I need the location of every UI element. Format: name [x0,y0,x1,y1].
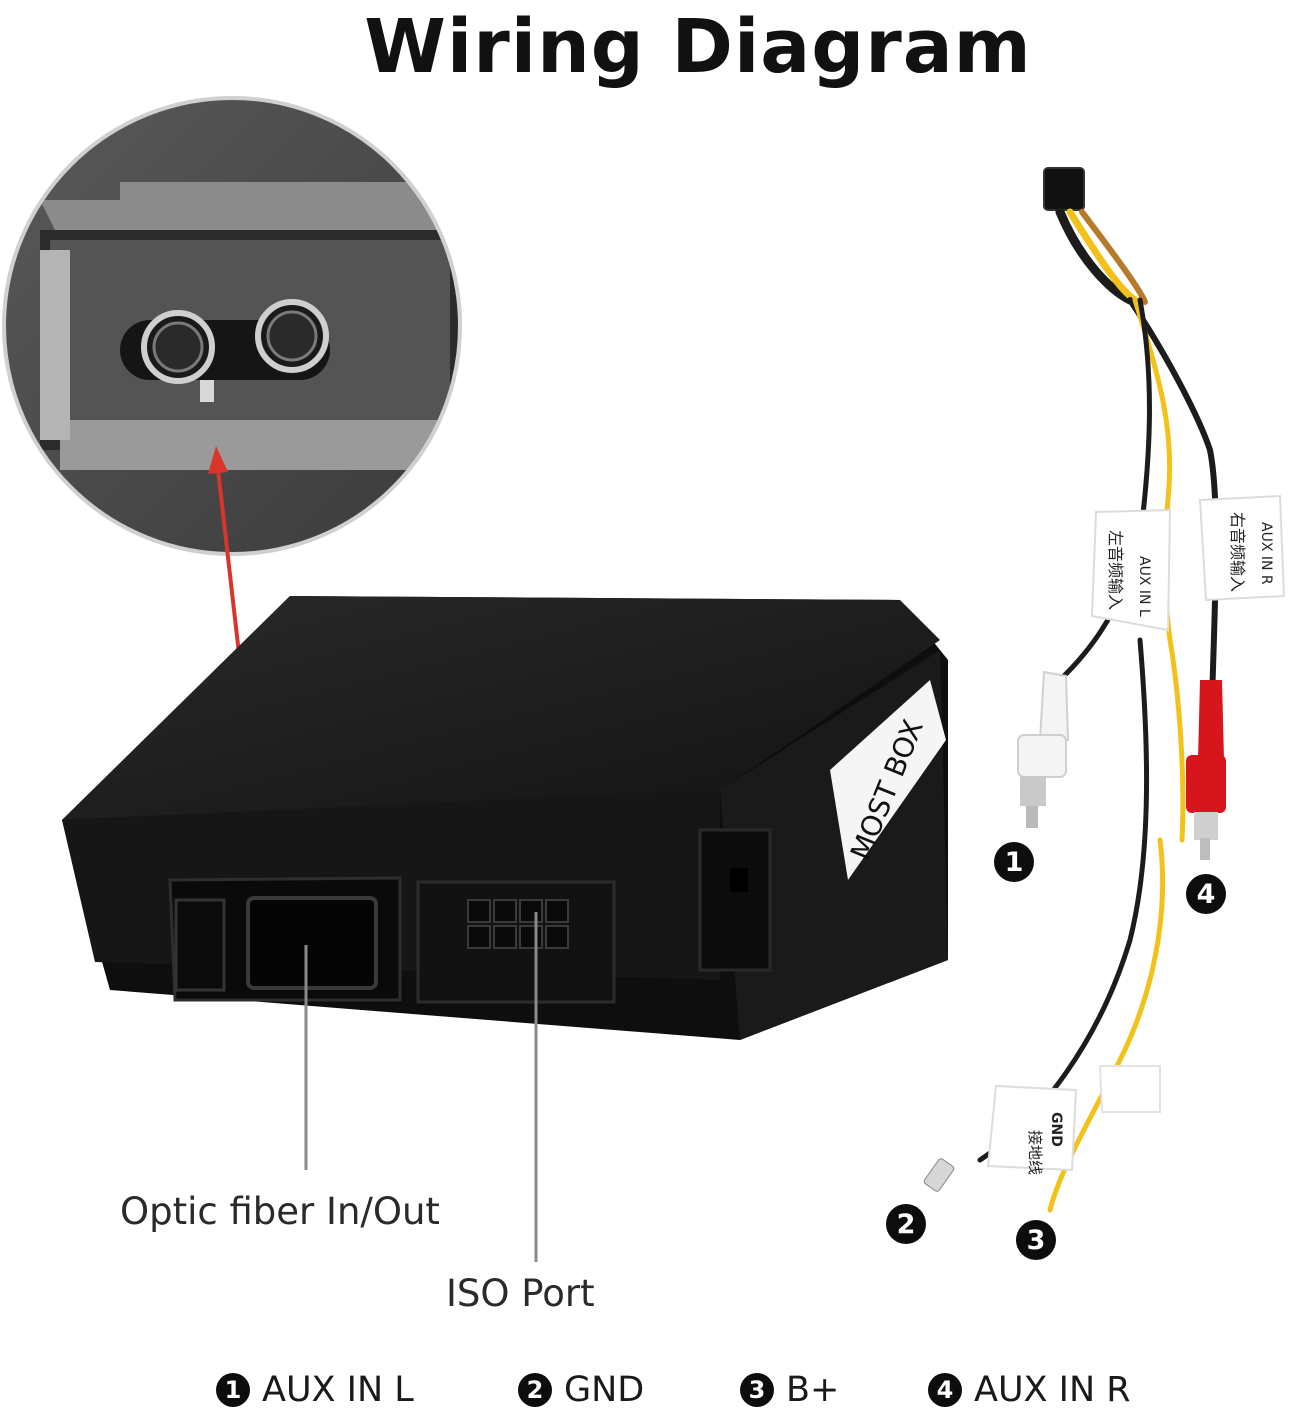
wire-marker-3: 3 [1016,1220,1056,1260]
legend-number-1: 1 [216,1373,250,1407]
iso-callout: ISO Port [446,1272,595,1315]
tag-gnd: GND [1048,1112,1064,1147]
legend-label-4: AUX IN R [974,1370,1131,1410]
wiring-harness [923,167,1286,1213]
tag-gnd-cjk: 接地线 [1026,1130,1044,1175]
connector-zoom [2,96,462,556]
most-box [62,596,948,1040]
tag-aux-in-l: AUX IN L [1136,556,1152,617]
wire-marker-4: 4 [1186,874,1226,914]
tag-aux-in-r: AUX IN R [1258,522,1274,585]
wire-marker-2: 2 [886,1204,926,1244]
legend-label-1: AUX IN L [262,1370,414,1410]
legend-number-2: 2 [518,1373,552,1407]
legend-label-2: GND [564,1370,645,1410]
tag-aux-in-r-cjk: 右音频输入 [1228,512,1247,592]
legend-item-1: 1 AUX IN L [216,1370,414,1410]
optic-callout: Optic fiber In/Out [120,1190,440,1233]
legend-item-3: 3 B+ [740,1370,839,1410]
legend: 1 AUX IN L 2 GND 3 B+ 4 AUX IN R [0,1370,1316,1418]
legend-label-3: B+ [786,1370,840,1410]
legend-number-4: 4 [928,1373,962,1407]
legend-number-3: 3 [740,1373,774,1407]
legend-item-2: 2 GND [518,1370,644,1410]
wire-marker-1: 1 [994,842,1034,882]
tag-aux-in-l-cjk: 左音频输入 [1106,530,1125,610]
legend-item-4: 4 AUX IN R [928,1370,1131,1410]
page-title: Wiring Diagram [364,4,1032,90]
